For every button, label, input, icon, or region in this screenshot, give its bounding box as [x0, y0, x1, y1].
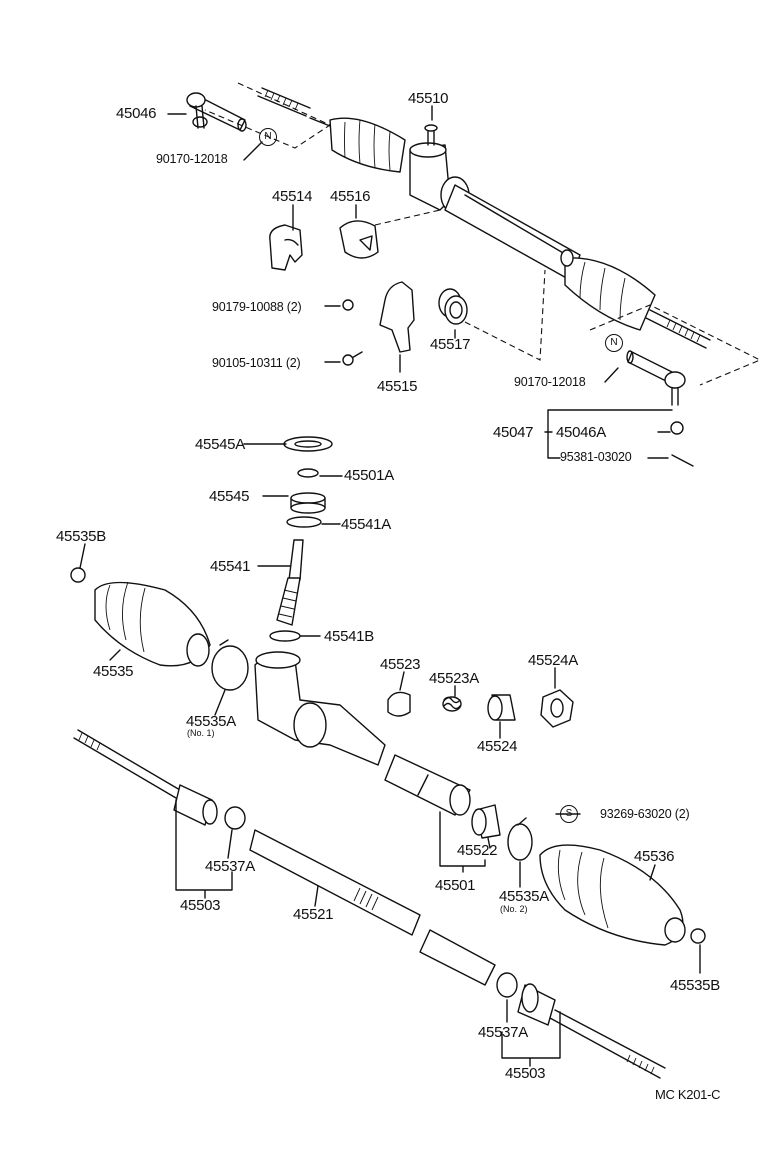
label-45503-left: 45503: [180, 897, 221, 914]
bushing-45522: [471, 804, 501, 839]
diagram-caption: MC K201-C: [655, 1087, 721, 1102]
tie-rod-end-right: [626, 350, 686, 406]
cotter-pin-95381: [671, 454, 694, 467]
guide-45523: [387, 691, 411, 717]
boot-45536: [539, 844, 686, 946]
spring-45523A: [442, 696, 462, 712]
label-45541A: 45541A: [341, 516, 391, 533]
label-45535A-no1: 45535A: [186, 713, 236, 730]
label-45523A: 45523A: [429, 670, 479, 687]
label-45517: 45517: [430, 336, 471, 353]
label-93269: 93269-63020 (2): [600, 807, 690, 821]
label-90179: 90179-10088 (2): [212, 300, 302, 314]
label-45522: 45522: [457, 842, 498, 859]
nut-45046A: [670, 421, 684, 435]
label-45046: 45046: [116, 105, 157, 122]
boot-top-right: [560, 249, 656, 331]
label-45503-right: 45503: [505, 1065, 546, 1082]
note-n-icon: N: [259, 128, 277, 146]
rack-45521: [249, 829, 496, 986]
clip-45535B-left: [70, 567, 86, 583]
rack-housing-lower: [254, 651, 386, 766]
bolt-90105: [342, 351, 363, 366]
label-no2: (No. 2): [500, 904, 528, 914]
label-90170-right: 90170-12018: [514, 375, 586, 389]
label-45524: 45524: [477, 738, 518, 755]
label-45545A: 45545A: [195, 436, 245, 453]
clamp-45535A-no2: [507, 817, 533, 861]
label-45521: 45521: [293, 906, 334, 923]
tie-rod-45503-left: [73, 729, 218, 826]
label-45047: 45047: [493, 424, 534, 441]
label-45537A-left: 45537A: [205, 858, 255, 875]
label-45515: 45515: [377, 378, 418, 395]
pinion-stack: [269, 436, 333, 642]
bushing-45516: [339, 220, 379, 259]
label-90105: 90105-10311 (2): [212, 356, 301, 370]
label-45524A: 45524A: [528, 652, 578, 669]
note-n-icon: N: [605, 334, 623, 352]
bushing-45517: [438, 288, 468, 325]
washer-45537A-left: [224, 806, 246, 830]
cap-45524: [487, 694, 516, 721]
label-45516: 45516: [330, 188, 371, 205]
label-90170-top: 90170-12018: [156, 152, 228, 166]
label-45541: 45541: [210, 558, 251, 575]
label-45535B-right: 45535B: [670, 977, 720, 994]
label-95381: 95381-03020: [560, 450, 632, 464]
bracket-45515: [379, 281, 415, 353]
washer-45537A-right: [496, 972, 518, 998]
label-45537A-right: 45537A: [478, 1024, 528, 1041]
steering-rack-assembly: [186, 82, 762, 406]
locknut-45524A: [540, 689, 574, 728]
label-45510: 45510: [408, 90, 449, 107]
label-45545: 45545: [209, 488, 250, 505]
bracket-45514: [269, 224, 303, 271]
clip-45535B-right: [690, 928, 706, 944]
label-no1: (No. 1): [187, 728, 215, 738]
label-45501: 45501: [435, 877, 476, 894]
nut-90179: [342, 299, 354, 311]
boot-top-left: [329, 117, 406, 173]
label-45535: 45535: [93, 663, 134, 680]
label-45536: 45536: [634, 848, 675, 865]
boot-45535: [94, 581, 211, 667]
label-45535B-left: 45535B: [56, 528, 106, 545]
label-45046A: 45046A: [556, 424, 606, 441]
tube-45501: [384, 754, 471, 816]
label-45523: 45523: [380, 656, 421, 673]
label-45541B: 45541B: [324, 628, 374, 645]
label-45514: 45514: [272, 188, 313, 205]
note-s-icon: S: [560, 805, 578, 823]
tie-rod-end-left: [186, 92, 247, 132]
label-45535A-no2: 45535A: [499, 888, 549, 905]
tie-rod-45503-right: [517, 983, 666, 1079]
clamp-45535A-no1: [211, 639, 249, 691]
label-45501A: 45501A: [344, 467, 394, 484]
